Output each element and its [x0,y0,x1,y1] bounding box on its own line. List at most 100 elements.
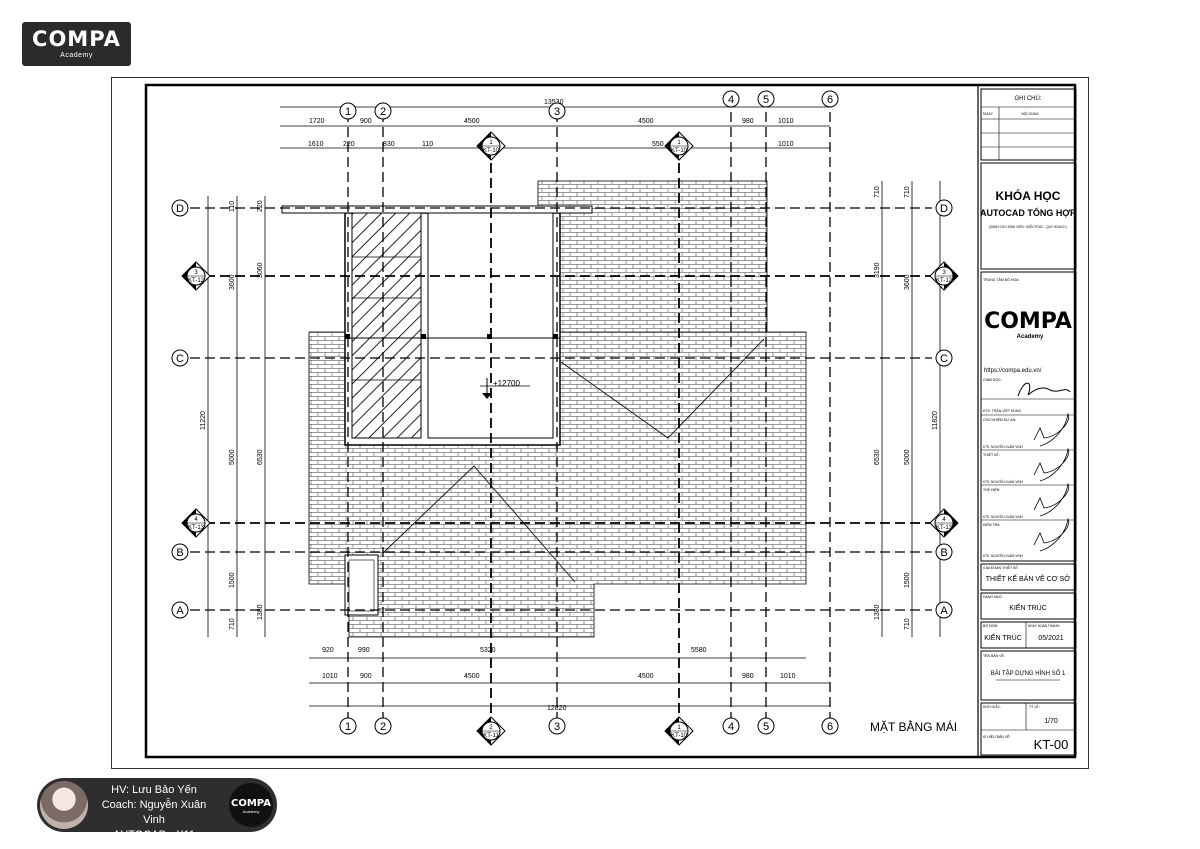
dim-right2-1: 710 [874,186,881,198]
check-name: KTS. NGUYỄN XUÂN VINH [983,553,1024,558]
code-value: KT-00 [1034,737,1069,752]
section-marker-kt13-left: 4 KT-13 [181,508,211,538]
coach-name: Coach: Nguyễn Xuân Vinh [101,799,207,826]
section-marker-kt11-bottom: 2 KT-11 [476,716,506,746]
section-marker-kt13-right: 4 KT-13 [929,508,959,538]
section-marker-kt10-top-right: 1 KT-10 [664,131,694,161]
dim-top2-3: 830 [383,141,395,148]
svg-text:4: 4 [728,94,734,106]
dim-bot-2: 990 [358,647,370,654]
student-name: HV: Lưu Bảo Yến [111,784,197,796]
svg-text:3: 3 [554,106,560,118]
level-text: +12700 [493,379,520,388]
dim-left-1: 110 [229,201,236,212]
director-signature [1017,382,1071,397]
grid-bubble-bottom-5: 5 [757,717,775,735]
avatar [40,781,88,829]
dim-left2-3: 6530 [257,449,264,465]
center-label: TRUNG TÂM ĐỒ HỌA: [983,277,1020,282]
svg-text:4: 4 [194,517,198,523]
svg-text:2: 2 [489,725,493,731]
dim-left2-4: 1380 [257,604,264,620]
notes-title: GHI CHÚ: [1015,95,1042,102]
svg-text:D: D [940,203,948,215]
dim-bottom-total: 12820 [547,705,567,712]
sheet-name-value: BÀI TẬP DỰNG HÌNH SỐ 1 [991,670,1066,677]
dim-right-5: 710 [904,618,911,630]
pm-name: KTS. NGUYỄN XUÂN VINH [983,444,1024,449]
student-info: HV: Lưu Bảo Yến Coach: Nguyễn Xuân Vinh … [91,783,217,843]
course-title: KHÓA HỌC [996,188,1061,203]
title-block-logo: COMPA [984,309,1072,334]
student-badge: HV: Lưu Bảo Yến Coach: Nguyễn Xuân Vinh … [37,778,277,841]
svg-text:4: 4 [942,517,946,523]
dim-top2-1: 1610 [308,141,324,148]
section-markers: 3 KT-12 3 KT-12 4 KT-13 4 KT-13 [181,131,959,746]
dim-left-5: 710 [229,618,236,630]
website-text: https://compa.edu.vn/ [984,368,1042,374]
grid-bubble-right-A: A [935,601,953,619]
svg-text:B: B [176,547,183,559]
drawing-title: MẶT BẰNG MÁI [870,719,957,734]
svg-text:C: C [940,353,948,365]
grid-bubble-left-D: D [171,199,189,217]
svg-text:B: B [940,547,947,559]
svg-text:1: 1 [345,106,351,118]
dim-left-4: 1500 [229,572,236,588]
director-name: KTS. TRẦN VIỆT HÙNG [983,408,1021,413]
compa-logo-badge: COMPA Academy [229,783,273,827]
svg-text:KT-13: KT-13 [936,525,953,531]
dim-left2-2: 3060 [257,262,264,278]
dim-top2-2: 220 [343,141,355,148]
svg-text:6: 6 [827,721,833,733]
pm-signature [1033,412,1070,447]
pm-label: CHỦ NHIỆM DỰ ÁN: [983,417,1016,422]
date-label: NGÀY HOÀN THÀNH: [1028,624,1060,628]
dim-bot2-4: 4500 [638,673,654,680]
course-audience: (DÀNH CHO SINH VIÊN : KIẾN TRÚC - QUY HO… [989,224,1068,229]
code-label: KÍ HIỆU BẢN VẼ: [983,734,1010,739]
svg-text:3: 3 [942,270,946,276]
dept-value: KIẾN TRÚC [984,632,1022,642]
grid-bubble-right-D: D [935,199,953,217]
check-signature [1033,517,1070,552]
grid-bubble-bottom-3: 3 [548,717,566,735]
dim-right-2: 3600 [904,274,911,290]
item-value: KIẾN TRÚC [1009,602,1047,612]
grid-bubble-bottom-4: 4 [722,717,740,735]
grid-bubble-bottom-6: 6 [821,717,839,735]
grid-bubble-right-B: B [935,543,953,561]
svg-text:KT-12: KT-12 [188,278,205,284]
sheet-name-label: TÊN BẢN VẼ: [983,653,1005,658]
grid-bubble-left-B: B [171,543,189,561]
director-label: GIÁM ĐỐC: [983,377,1002,382]
dim-top-5: 980 [742,118,754,125]
dim-bot2-6: 1010 [780,673,796,680]
dim-left-2: 3600 [229,274,236,290]
badge-logo-subtitle: Academy [242,809,260,814]
dim-top-3: 4500 [464,118,480,125]
dim-top-1: 1720 [309,118,325,125]
dim-bot-3: 5320 [480,647,496,654]
svg-text:KT-11: KT-11 [483,733,499,739]
item-label: HẠNG MỤC: [983,595,1003,599]
svg-text:KT-13: KT-13 [188,525,205,531]
svg-text:5: 5 [763,721,769,733]
grid-bubbles: 1 2 3 4 5 6 1 2 3 4 5 6 D C B A D C B A [171,90,953,735]
grid-bubble-top-1: 1 [339,102,357,120]
section-marker-kt12-right: 3 KT-12 [929,261,959,291]
course-code: AUTOCAD - X11 [112,829,196,841]
grid-bubble-left-A: A [171,601,189,619]
notes-col-content: NỘI DUNG [1021,111,1039,116]
svg-text:2: 2 [380,106,386,118]
svg-text:1: 1 [345,721,351,733]
dim-right2-4: 1380 [874,604,881,620]
dim-bot-4: 5580 [691,647,707,654]
scale-value: 1/70 [1044,718,1058,725]
grid-bubble-top-6: 6 [821,90,839,108]
grid-axes [190,112,935,722]
grid-bubble-top-4: 4 [722,90,740,108]
dim-right-3: 5000 [904,449,911,465]
grid-bubble-left-C: C [171,349,189,367]
